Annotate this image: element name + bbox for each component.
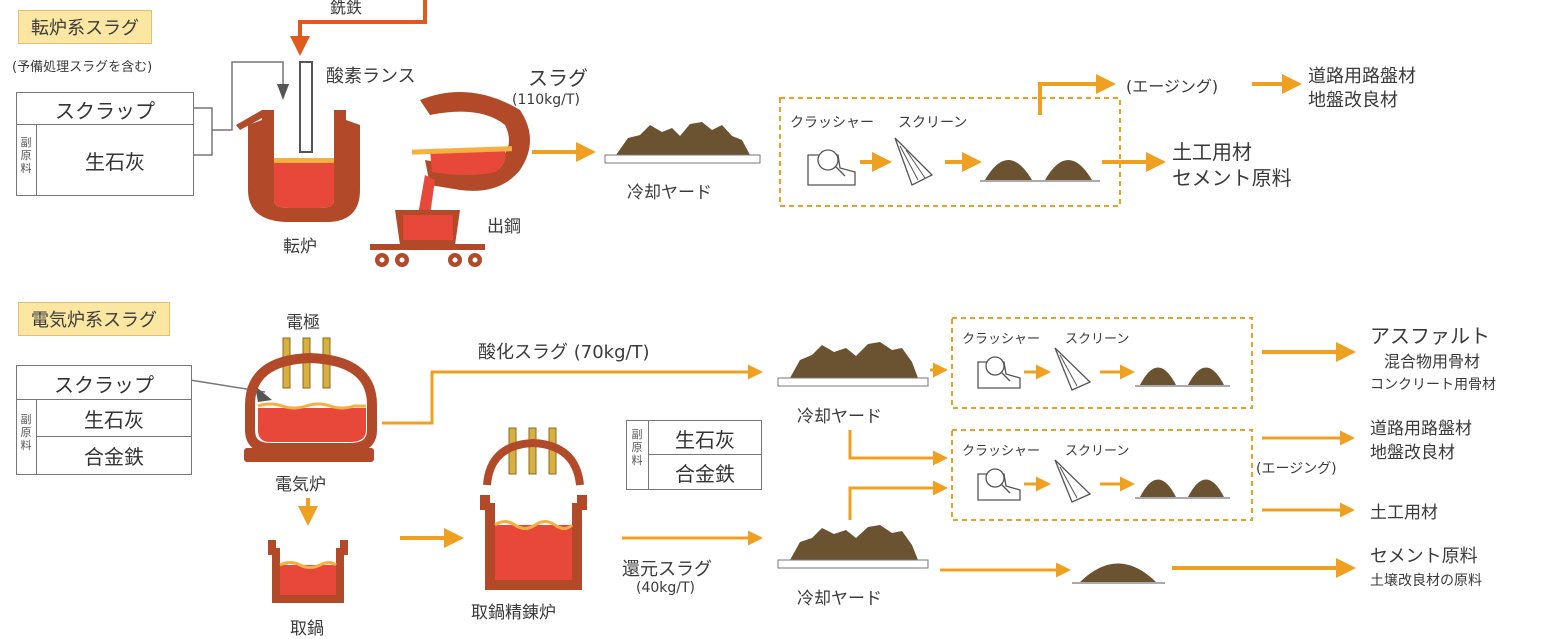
- ladle-label: 取鍋: [290, 619, 324, 639]
- output-soil-improvement: 土壌改良材の原料: [1370, 573, 1482, 589]
- converter-slag-header: 転炉系スラグ: [18, 10, 152, 44]
- product-piles-top: [980, 160, 1100, 182]
- reduced-slag-label: 還元スラグ: [622, 559, 712, 580]
- eaf-aux-label: 副原料: [20, 413, 32, 452]
- slag-label: スラグ: [528, 66, 588, 90]
- aging-label: (エージング): [1126, 77, 1219, 96]
- refining-furnace-label: 取鍋精錬炉: [471, 603, 556, 623]
- oxidized-slag-label: 酸化スラグ (70kg/T): [478, 342, 650, 363]
- output-earthwork-2: 土工用材: [1370, 503, 1438, 523]
- aux-label: 副原料: [20, 136, 32, 175]
- tapping-ladle: [411, 92, 530, 215]
- cooling-yard-label-3: 冷却ヤード: [797, 589, 882, 609]
- electrode-label: 電極: [286, 313, 320, 333]
- scrap-feed-line: [193, 61, 289, 156]
- ladle-vessel: [268, 540, 348, 603]
- product-piles-3: [1135, 479, 1230, 499]
- eaf-lime-cell: 生石灰: [36, 399, 192, 438]
- screen-label-3: スクリーン: [1065, 444, 1130, 459]
- output-concrete-aggregate: コンクリート用骨材: [1370, 377, 1496, 393]
- pig-iron-label: 銑鉄: [330, 0, 363, 17]
- output-ground-improvement-2: 地盤改良材: [1370, 443, 1455, 463]
- screen-icon: [894, 137, 934, 186]
- converter-vessel: [236, 110, 360, 222]
- electric-arc-furnace: [244, 337, 377, 462]
- refining-aux-label-cell: [626, 420, 650, 490]
- pretreatment-note: (予備処理スラグを含む): [12, 60, 153, 75]
- cooling-yard-bottom-2: [777, 525, 929, 569]
- reduced-slag-amount: (40kg/T): [636, 580, 696, 596]
- cement-pile: [1072, 563, 1165, 584]
- lime-cell: 生石灰: [36, 124, 194, 196]
- refining-alloy-cell: 合金鉄: [648, 454, 762, 490]
- crusher-label-3: クラッシャー: [962, 444, 1041, 459]
- ladle-car: [370, 210, 485, 267]
- pig-iron-arrow: [290, 0, 427, 56]
- output-cement-2: セメント原料: [1370, 546, 1478, 567]
- converter-label: 転炉: [283, 237, 317, 257]
- output-road-base: 道路用路盤材: [1308, 66, 1416, 87]
- cooling-yard-top: [604, 122, 761, 164]
- output-asphalt: アスファルト: [1370, 324, 1490, 348]
- crusher-icon-2: [977, 356, 1021, 389]
- screen-label-2: スクリーン: [1065, 332, 1130, 347]
- crusher-label: クラッシャー: [790, 115, 874, 131]
- eaf-scrap-cell: スクラップ: [16, 365, 192, 401]
- refining-aux-label: 副原料: [631, 428, 643, 467]
- cooling-yard-label: 冷却ヤード: [627, 183, 712, 203]
- tapping-label: 出鋼: [487, 217, 521, 237]
- crusher-icon: [807, 149, 856, 186]
- scrap-cell: スクラップ: [16, 92, 194, 126]
- output-mixture-aggregate: 混合物用骨材: [1384, 352, 1481, 371]
- product-piles-2: [1135, 367, 1230, 387]
- cooling-yard-label-2: 冷却ヤード: [797, 407, 882, 427]
- eaf-alloy-cell: 合金鉄: [36, 436, 192, 475]
- ladle-refining-furnace: [480, 427, 587, 590]
- output-cement: セメント原料: [1172, 166, 1292, 190]
- screen-icon-3: [1054, 459, 1092, 503]
- output-ground-improvement: 地盤改良材: [1308, 90, 1398, 111]
- refining-lime-cell: 生石灰: [648, 420, 762, 456]
- cooling-yard-bottom-1: [777, 342, 929, 387]
- screen-icon-2: [1054, 347, 1092, 391]
- aging-label-2: (エージング): [1256, 461, 1337, 477]
- oxygen-lance: [299, 61, 313, 153]
- screen-label: スクリーン: [898, 115, 968, 131]
- crusher-label-2: クラッシャー: [962, 332, 1041, 347]
- eaf-slag-header: 電気炉系スラグ: [18, 302, 170, 336]
- output-earthwork: 土工用材: [1172, 140, 1252, 164]
- crusher-icon-3: [977, 468, 1021, 501]
- slag-amount-label: (110kg/T): [512, 92, 580, 108]
- output-road-base-2: 道路用路盤材: [1370, 419, 1472, 439]
- oxygen-lance-label: 酸素ランス: [326, 66, 416, 87]
- eaf-label: 電気炉: [275, 475, 326, 495]
